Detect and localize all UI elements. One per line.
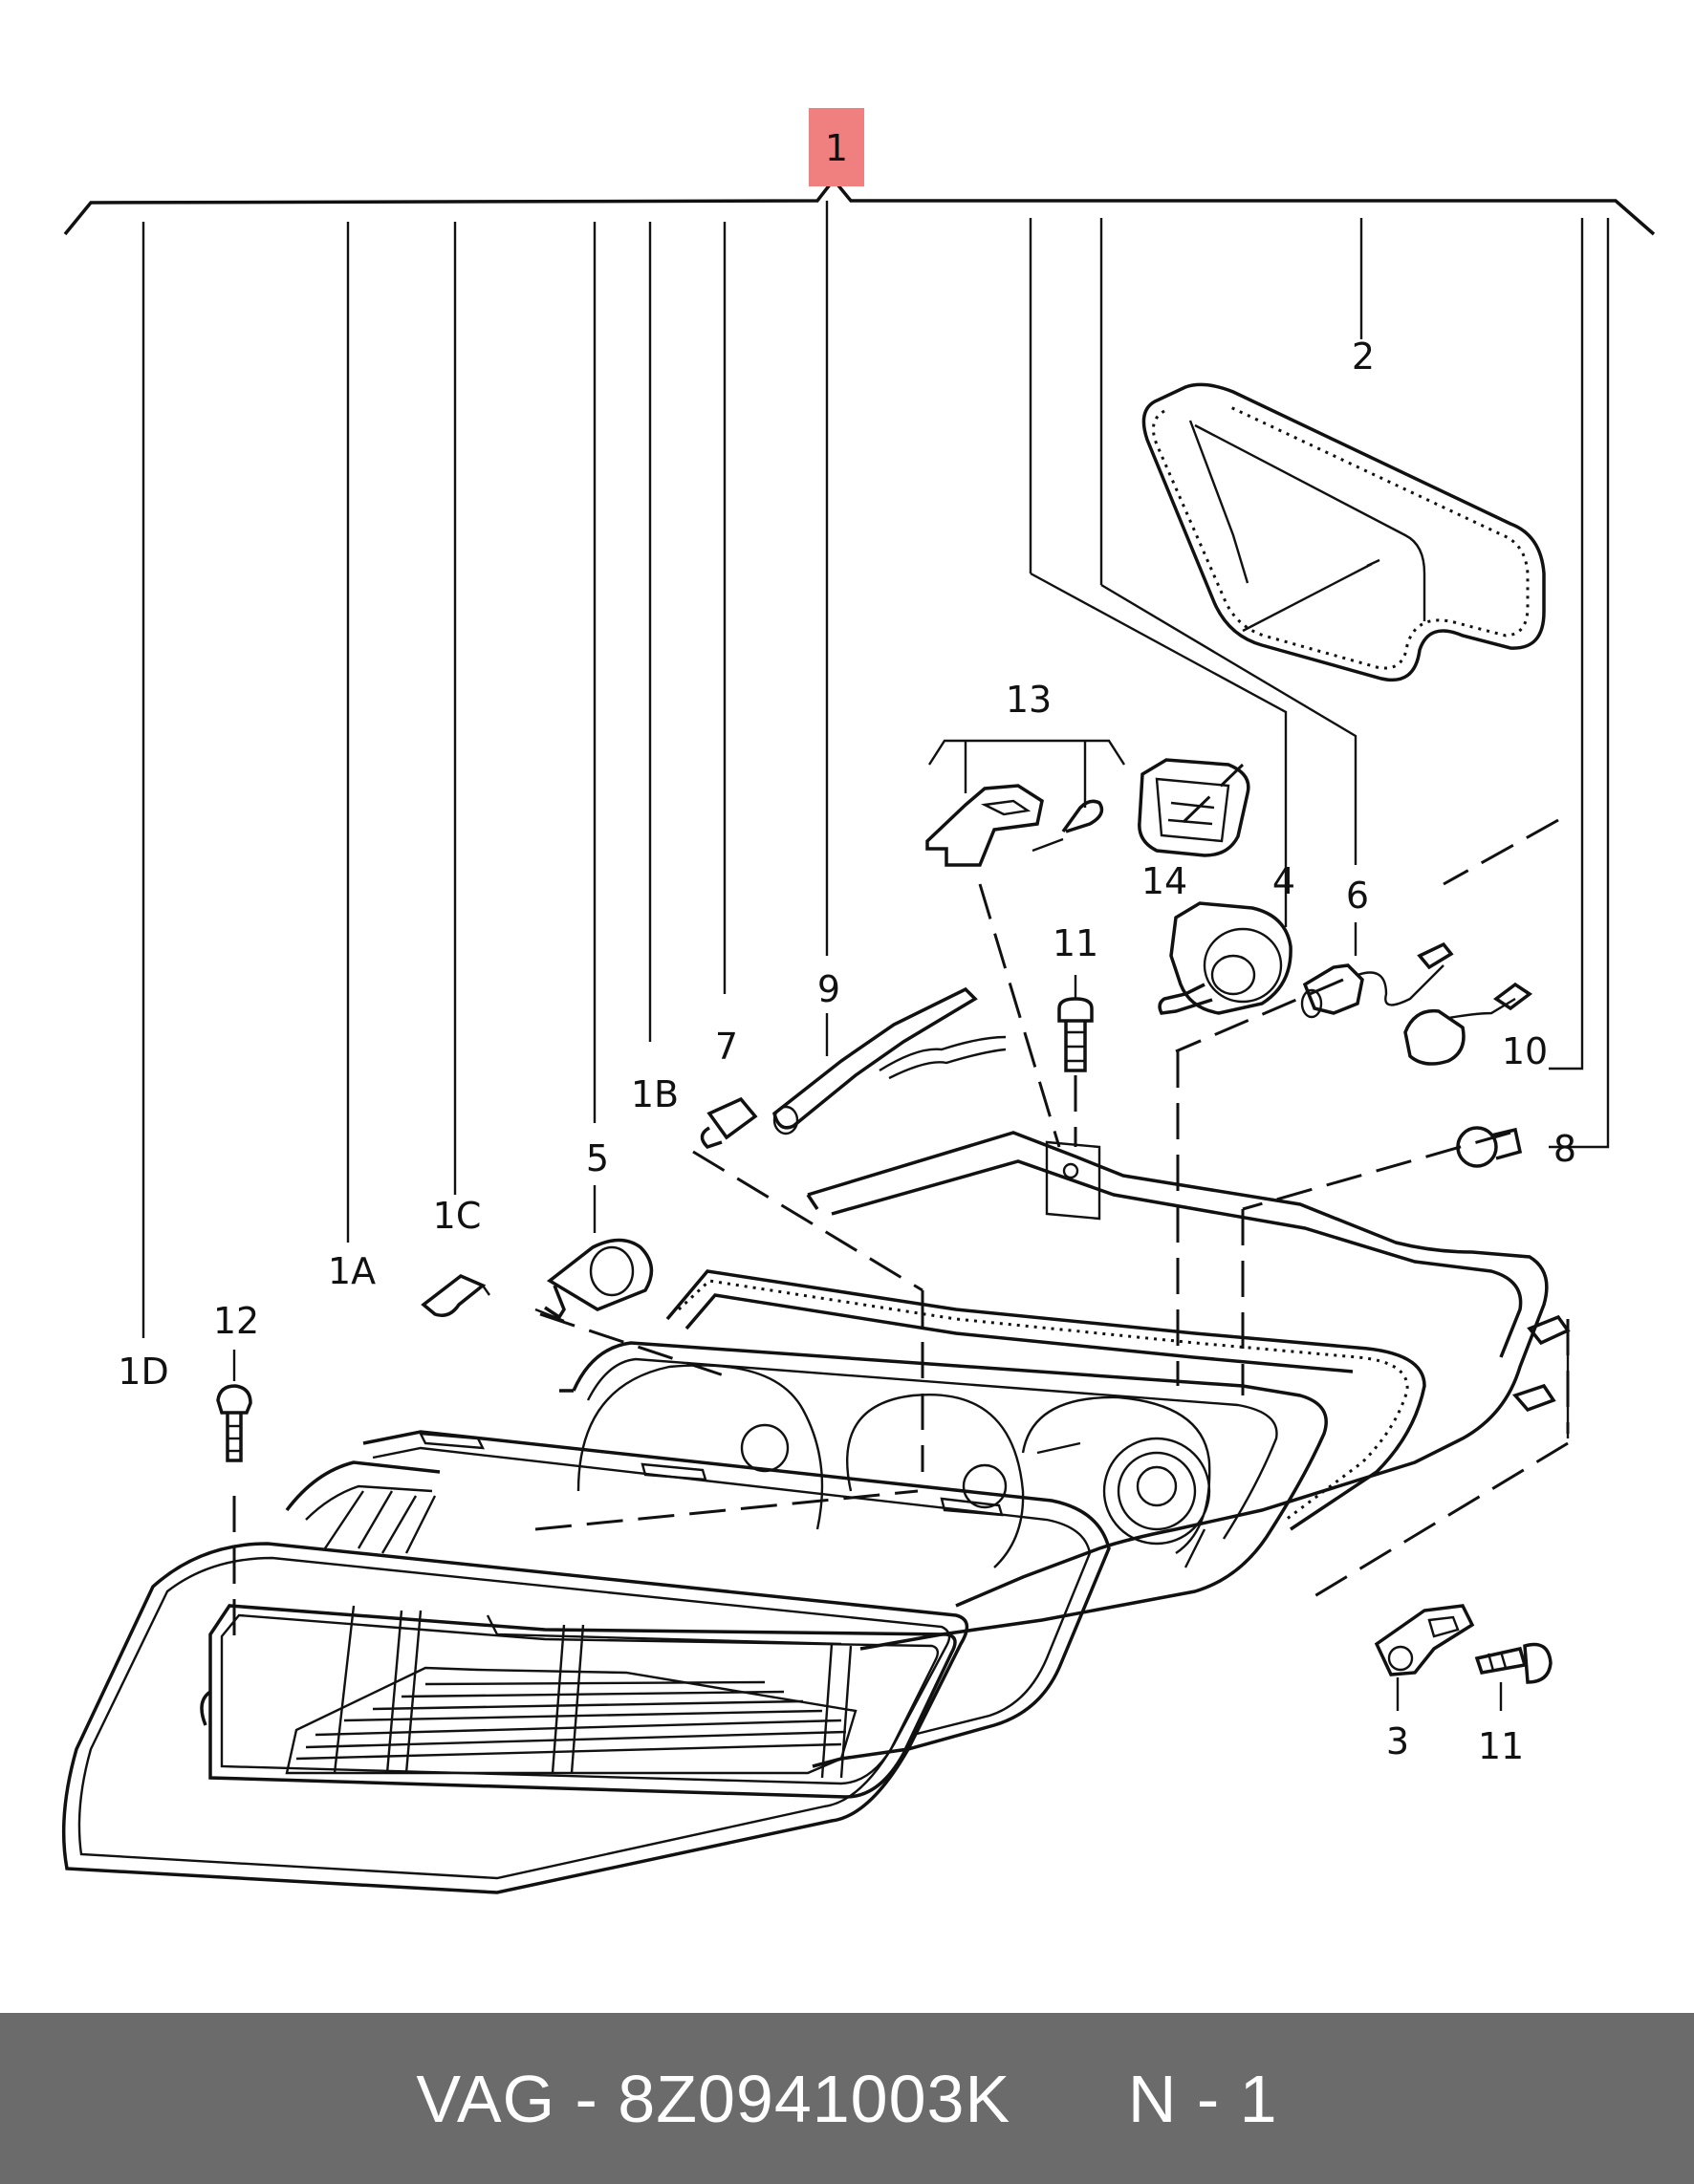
callout-1-highlight[interactable]: 1 xyxy=(809,108,864,186)
callout-1: 1 xyxy=(825,127,848,169)
callout-1C: 1C xyxy=(433,1195,482,1237)
callout-3: 3 xyxy=(1386,1720,1409,1762)
cable-part-9 xyxy=(772,986,1007,1135)
socket-part-10 xyxy=(1403,982,1533,1066)
callout-5: 5 xyxy=(586,1137,609,1179)
headlight-housing xyxy=(665,1131,1571,1608)
callout-11-upper: 11 xyxy=(1053,922,1098,964)
footer-brand: VAG xyxy=(416,2061,556,2136)
callout-2: 2 xyxy=(1352,335,1375,378)
callout-9: 9 xyxy=(817,968,840,1010)
callout-1D: 1D xyxy=(118,1351,168,1393)
footer-page: N - 1 xyxy=(1127,2061,1278,2136)
footer-separator: - xyxy=(575,2061,598,2136)
bracket-part-13 xyxy=(925,739,1126,867)
screw-part-12 xyxy=(216,1350,252,1644)
connector-part-14 xyxy=(1138,758,1250,857)
callout-12: 12 xyxy=(213,1300,259,1342)
bezel-part-1A xyxy=(285,1430,1111,1768)
reflector-part-1B xyxy=(559,1341,1328,1651)
callout-labels: 2 13 14 4 6 11 9 10 7 1B 8 5 1C 1A 12 1D… xyxy=(118,335,1576,1767)
parts-diagram: 1 xyxy=(61,108,1656,1894)
callout-6: 6 xyxy=(1346,875,1369,917)
clip-part-1C xyxy=(421,1273,490,1317)
gasket-part-2 xyxy=(1141,382,1546,682)
footer-bar: VAG - 8Z0941003K N - 1 xyxy=(0,2013,1694,2184)
actuator-part-4 xyxy=(1158,865,1292,1015)
bulb-part-5 xyxy=(534,1185,654,1323)
bulb-lead-part-6 xyxy=(1300,922,1454,1019)
callout-1A: 1A xyxy=(328,1250,376,1292)
screw-part-11-lower xyxy=(1474,1642,1553,1711)
assembly-lines xyxy=(534,763,1570,1598)
callout-11-lower: 11 xyxy=(1478,1725,1524,1767)
callout-8: 8 xyxy=(1553,1128,1576,1170)
lens-part-1D xyxy=(61,1542,969,1894)
callout-13: 13 xyxy=(1006,679,1052,721)
callout-4: 4 xyxy=(1272,860,1295,902)
footer-part-number: 8Z0941003K xyxy=(618,2061,1011,2136)
bulb-part-7 xyxy=(700,1096,758,1150)
hatch-lines xyxy=(295,1680,847,1761)
callout-10: 10 xyxy=(1502,1030,1548,1072)
callout-7: 7 xyxy=(715,1026,738,1068)
top-bracket xyxy=(63,177,1656,1338)
bracket-part-3 xyxy=(1374,1604,1475,1711)
callout-1B: 1B xyxy=(631,1073,679,1115)
screw-part-11-upper xyxy=(1057,975,1094,1147)
callout-14: 14 xyxy=(1141,860,1187,902)
